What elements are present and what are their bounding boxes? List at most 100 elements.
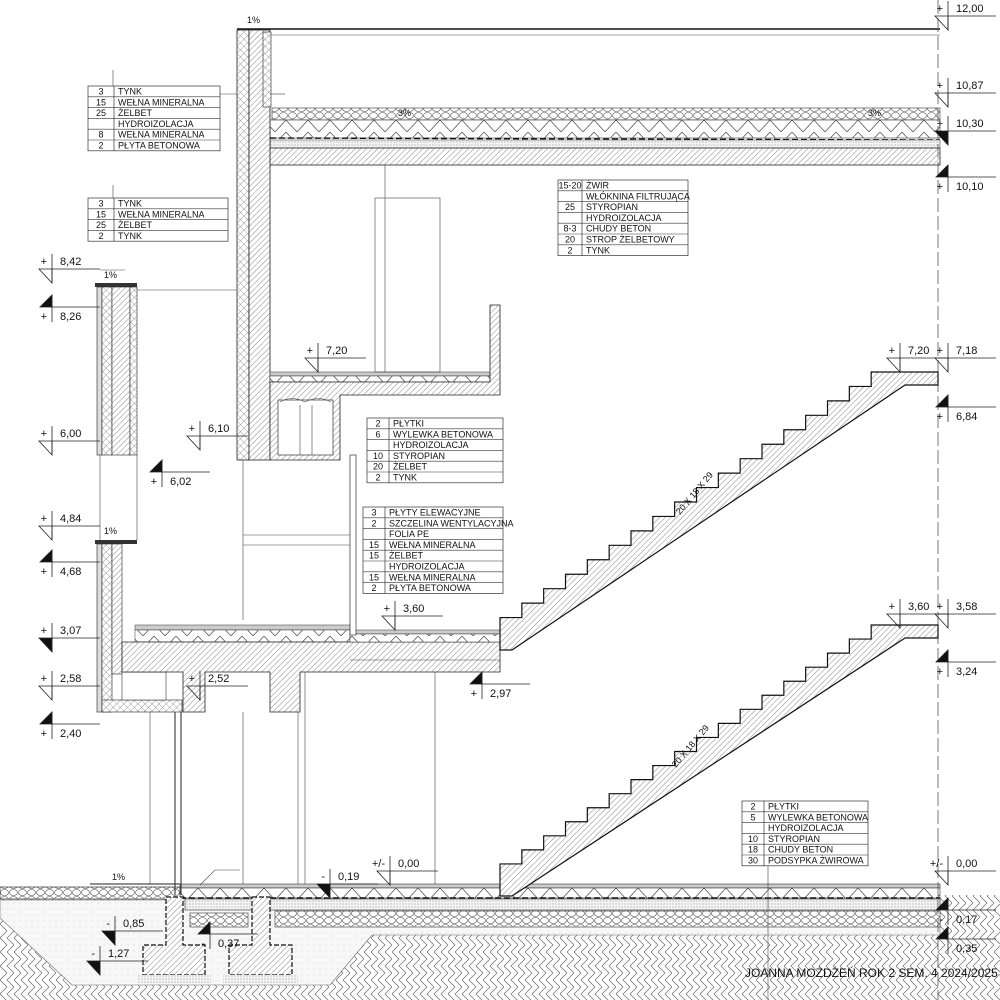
level-marker: +3,07 [38, 623, 100, 654]
layer-material: HYDROIZOLACJA [768, 823, 844, 833]
level-sign: + [471, 688, 477, 700]
level-sign: + [41, 428, 47, 440]
level-sign: + [41, 728, 47, 740]
level-sign: + [41, 513, 47, 525]
level-triangle-icon [38, 637, 53, 654]
level-value: 1,27 [108, 948, 129, 960]
level-triangle-icon [935, 926, 949, 940]
level-value: 4,68 [60, 566, 81, 578]
level-sign: - [939, 914, 943, 926]
level-markers: +12,00+10,87+10,30+10,10+7,18+6,84+3,58+… [38, 1, 996, 977]
layer-material: ŻELBET [118, 220, 153, 230]
level-sign: + [41, 625, 47, 637]
slope-labels: 1% 1% 1% 1% 3% 3% [100, 15, 881, 886]
layer-material: WEŁNA MINERALNA [389, 540, 476, 550]
layer-thickness: 15-20 [558, 181, 581, 191]
level-triangle-icon [934, 15, 949, 32]
level-marker: +2,40 [39, 711, 100, 740]
tall-wall [137, 29, 285, 461]
layer-material: STROP ŻELBETOWY [586, 235, 675, 245]
level-value: 8,42 [60, 256, 81, 268]
level-sign: + [937, 666, 943, 678]
level-triangle-icon [934, 870, 949, 887]
level-sign: +/- [372, 858, 385, 870]
layer-material: HYDROIZOLACJA [393, 440, 469, 450]
layer-material: TYNK [393, 473, 417, 483]
slope-label: 3% [398, 108, 411, 118]
level-marker: +10,87 [934, 78, 996, 109]
level-value: 7,20 [326, 345, 347, 357]
level-triangle-icon [935, 649, 949, 663]
layer-material: CHUDY BETON [768, 845, 833, 855]
layer-thickness: 3 [98, 87, 103, 97]
layer-material: HYDROIZOLACJA [118, 119, 194, 129]
level-value: 7,18 [956, 345, 977, 357]
level-marker: +12,00 [934, 1, 996, 32]
level-sign: - [106, 918, 110, 930]
level-marker: -1,27 [86, 946, 148, 977]
level-marker: +4,84 [38, 511, 100, 542]
first-floor-slab [121, 624, 501, 713]
level-value: 0,00 [398, 858, 419, 870]
layer-material: WEŁNA MINERALNA [389, 572, 476, 582]
level-marker: +6,02 [149, 459, 210, 488]
level-value: 3,07 [60, 625, 81, 637]
slope-label: 1% [104, 526, 117, 536]
level-sign: + [151, 476, 157, 488]
layer-thickness: 8-3 [563, 224, 576, 234]
layer-thickness: 6 [375, 429, 380, 439]
level-triangle-icon [39, 711, 53, 725]
layer-thickness: 2 [567, 245, 572, 255]
drawing-title: JOANNA MOŻDŻEŃ ROK 2 SEM. 4 2024/2025 GR… [745, 965, 1000, 980]
level-value: 10,30 [956, 118, 984, 130]
slope-label: 1% [104, 270, 117, 280]
layer-material: TYNK [118, 87, 142, 97]
level-triangle-icon [934, 92, 949, 109]
upper-stair-flight [499, 371, 939, 651]
layer-thickness: 30 [748, 856, 758, 866]
level-marker: +2,58 [38, 671, 100, 702]
level-value: 0,17 [956, 914, 977, 926]
level-marker: +8,42 [38, 254, 100, 285]
level-value: 6,84 [956, 411, 977, 423]
slope-label: 1% [112, 872, 125, 882]
layer-material: WYLEWKA BETONOWA [768, 812, 868, 822]
layer-thickness: 15 [369, 551, 379, 561]
layer-thickness: 15 [96, 209, 106, 219]
layer-material: ŻELBET [118, 108, 153, 118]
level-marker: +2,52 [186, 671, 248, 702]
level-marker: -0,85 [101, 916, 163, 947]
level-value: 0,00 [956, 858, 977, 870]
level-sign: + [937, 118, 943, 130]
staircases [499, 371, 939, 897]
level-triangle-icon [86, 960, 101, 977]
level-triangle-icon [39, 294, 53, 308]
layer-material: TYNK [586, 245, 610, 255]
level-value: 10,87 [956, 80, 984, 92]
layer-thickness: 20 [373, 462, 383, 472]
level-value: 2,58 [60, 673, 81, 685]
level-value: 2,52 [208, 673, 229, 685]
level-marker: +3,60 [381, 601, 443, 632]
level-sign: + [189, 673, 195, 685]
layer-thickness: 5 [750, 812, 755, 822]
level-triangle-icon [376, 870, 391, 887]
level-value: 3,60 [908, 601, 929, 613]
level-marker: -0,19 [316, 869, 378, 900]
layer-thickness: 15 [96, 97, 106, 107]
level-triangle-icon [101, 930, 116, 947]
layer-thickness: 2 [371, 583, 376, 593]
level-triangle-icon [316, 883, 331, 900]
level-sign: + [937, 181, 943, 193]
layer-thickness: 2 [98, 141, 103, 151]
level-value: 8,26 [60, 311, 81, 323]
construction-lines [112, 0, 939, 1000]
level-marker: +6,84 [935, 394, 996, 423]
layer-material: PODSYPKA ŻWIROWA [768, 856, 864, 866]
layer-thickness: 25 [96, 220, 106, 230]
level-triangle-icon [935, 897, 949, 911]
